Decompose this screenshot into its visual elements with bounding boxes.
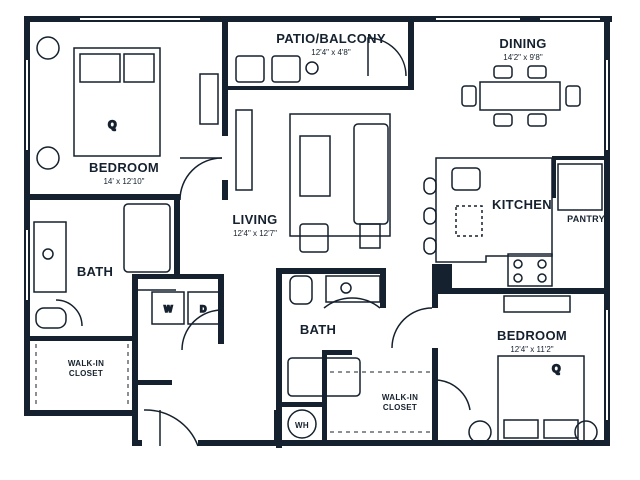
bathtub-icon — [287, 357, 361, 397]
dining-table — [461, 65, 581, 127]
rug-icon — [289, 113, 391, 237]
toilet-icon — [35, 307, 67, 329]
bedroom1-bed: Q — [73, 47, 161, 157]
dryer-label: D — [200, 304, 207, 314]
dining-dims: 14'2" x 9'8" — [503, 53, 543, 62]
patio-chairs — [235, 55, 319, 83]
bed-icon — [497, 355, 585, 443]
washer-icon — [151, 291, 185, 325]
side-table-icon — [359, 223, 381, 249]
room-labels: PATIO/BALCONY 12'4" x 4'8" DINING 14'2" … — [68, 31, 605, 430]
kitchen-sink-icon — [451, 167, 481, 191]
armchair-icon — [299, 223, 329, 253]
entry-door — [143, 409, 199, 447]
nightstand-icon — [468, 420, 492, 444]
sink-icon — [340, 282, 352, 294]
nightstand-icon — [574, 420, 598, 444]
dining-name: DINING — [499, 36, 546, 51]
walls — [24, 16, 612, 448]
doors — [55, 37, 471, 447]
kitchen-counter-icon — [435, 157, 553, 263]
bedroom2-furniture: Q — [468, 295, 598, 444]
bedroom1-door — [179, 157, 223, 201]
bath2-door — [323, 297, 381, 309]
sink-icon — [42, 248, 54, 260]
walkin2-line2: CLOSET — [383, 403, 417, 412]
living-name: LIVING — [232, 212, 277, 227]
walkin2-line1: WALK-IN — [382, 393, 418, 402]
kitchen-name: KITCHEN — [492, 197, 552, 212]
dryer-icon — [187, 291, 221, 325]
toilet-icon — [289, 275, 313, 305]
walkin1-line2: CLOSET — [69, 369, 103, 378]
tv-console-icon — [235, 109, 253, 191]
bathtub-icon — [123, 203, 171, 273]
coffee-table-icon — [299, 135, 331, 197]
bedroom2-door — [391, 307, 433, 349]
water-heater-label: WH — [295, 421, 309, 430]
dishwasher-icon — [455, 205, 483, 237]
bed-size-label: Q — [108, 119, 117, 131]
kitchen-fixtures — [423, 157, 603, 287]
bedroom2-name: BEDROOM — [497, 328, 567, 343]
walkin1-line1: WALK-IN — [68, 359, 104, 368]
bath1-fixtures — [33, 203, 171, 329]
laundry-fixtures: W D — [151, 291, 221, 325]
nightstand-icon — [36, 36, 60, 60]
windows — [26, 18, 608, 420]
dresser-icon — [199, 73, 219, 125]
nightstand-icon — [36, 146, 60, 170]
bedroom2-dims: 12'4" x 11'2" — [510, 345, 553, 354]
closet2-door — [435, 379, 471, 411]
water-heater-icon — [287, 409, 317, 439]
closet2 — [330, 371, 430, 433]
pantry-shelf-icon — [557, 163, 603, 211]
bedroom1-dims: 14' x 12'10" — [103, 177, 144, 186]
stove-icon — [507, 253, 553, 287]
closet1 — [35, 344, 129, 404]
living-dims: 12'4" x 12'7" — [233, 229, 277, 238]
patio-name: PATIO/BALCONY — [276, 31, 386, 46]
patio-dims: 12'4" x 4'8" — [311, 48, 351, 57]
pantry-name: PANTRY — [567, 214, 605, 224]
closet1-door — [181, 309, 223, 351]
dresser-icon — [503, 295, 571, 313]
bed-size-label: Q — [552, 363, 561, 375]
bedroom1-name: BEDROOM — [89, 160, 159, 175]
bath2-fixtures — [287, 275, 381, 439]
bath1-name: BATH — [77, 264, 113, 279]
washer-label: W — [164, 304, 173, 314]
bath1-door — [55, 299, 83, 327]
patio-door — [367, 37, 407, 77]
sofa-icon — [353, 123, 389, 225]
bath2-name: BATH — [300, 322, 336, 337]
vanity-icon — [33, 221, 67, 293]
living-furniture — [235, 109, 391, 253]
vanity-icon — [325, 275, 381, 303]
